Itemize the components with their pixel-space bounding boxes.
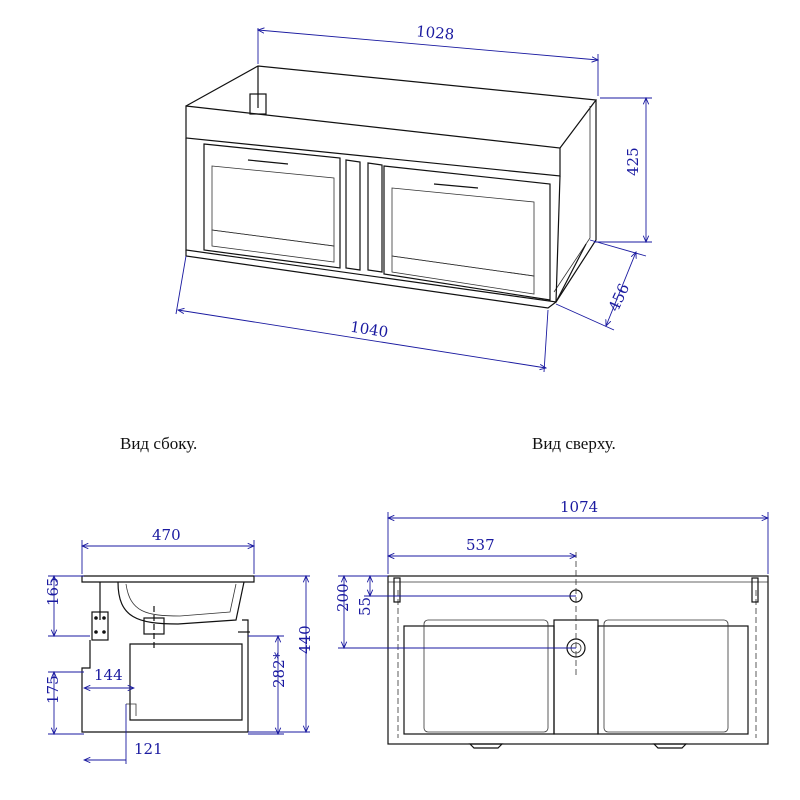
right-door: [383, 165, 551, 301]
dim-440-text: 440: [296, 625, 314, 654]
dim-1040-line: [178, 310, 546, 368]
cabinet-drawer: [129, 643, 243, 721]
top-left-bracket: [393, 577, 401, 603]
top-view-label: Вид сверху.: [532, 434, 616, 453]
top-right-basin: [603, 619, 729, 733]
dim-1028-line: [258, 30, 598, 60]
dim-456-text: 456: [605, 281, 633, 315]
dim-425-text: 425: [624, 147, 642, 176]
dim-1040-ext: [175, 255, 549, 373]
dim-425-ext: [594, 97, 652, 243]
wall-bracket: [91, 611, 109, 641]
side-view: [48, 540, 310, 764]
cabinet-plinth-side: [555, 243, 587, 303]
right-door-panel: [391, 187, 535, 277]
dim-121-line: [84, 704, 127, 764]
dim-121-text: 121: [134, 740, 163, 758]
dim-1040-text: 1040: [349, 318, 390, 342]
cabinet-right-inner: [553, 106, 591, 293]
dim-200-text: 200: [334, 583, 352, 612]
dim-456-ext: [555, 239, 647, 331]
bracket-screw-icon: [94, 630, 98, 634]
dim-144-text: 144: [94, 666, 123, 684]
top-left-door: [403, 625, 555, 735]
top-handle-right-icon: [652, 743, 688, 749]
left-door: [203, 143, 341, 269]
dim-470-ext: [81, 540, 255, 574]
cabinet-right-side: [555, 100, 597, 303]
dim-55-text: 55: [356, 597, 374, 616]
dim-1074-text: 1074: [560, 498, 598, 516]
dim-456-line: [606, 252, 636, 326]
isometric-view: [175, 28, 652, 373]
basin-bowl-inner: [125, 583, 237, 617]
center-stile-left: [345, 159, 361, 271]
basin-bowl: [117, 581, 245, 625]
cabinet-front-outline: [185, 138, 561, 303]
dim-1028-text: 1028: [415, 22, 455, 43]
top-outline: [387, 575, 769, 745]
cabinet-top-back-edge: [185, 65, 598, 149]
left-door-bottom-rail: [211, 229, 335, 263]
top-left-basin: [423, 619, 549, 733]
top-right-bracket: [751, 577, 759, 603]
right-door-bottom-rail: [391, 255, 535, 295]
top-hidden-sides: [397, 590, 757, 738]
dim-165-text: 165: [44, 577, 62, 606]
top-handle-left-icon: [468, 743, 504, 749]
bracket-screw-icon: [94, 616, 98, 620]
cabinet-plinth: [185, 250, 557, 309]
side-view-label: Вид сбоку.: [120, 434, 198, 453]
dim-440-ext: [248, 575, 310, 733]
cabinet-side-outline: [81, 619, 249, 733]
dim-537-text: 537: [466, 536, 495, 554]
bracket-screw-icon: [102, 630, 106, 634]
left-door-panel: [211, 165, 335, 247]
top-view: [338, 512, 769, 749]
cabinet-foot: [126, 703, 137, 716]
dim-1074-ext: [387, 512, 769, 574]
basin-top: [81, 575, 255, 583]
center-stile-right: [367, 162, 383, 273]
cabinet-top-rail: [185, 105, 561, 177]
top-right-door: [597, 625, 749, 735]
dim-175-text: 175: [44, 675, 62, 704]
right-door-handle-icon: [433, 183, 479, 189]
dim-282-text: 282*: [270, 651, 288, 688]
bracket-screw-icon: [102, 616, 106, 620]
dim-470-text: 470: [152, 526, 181, 544]
left-door-handle-icon: [247, 159, 289, 165]
